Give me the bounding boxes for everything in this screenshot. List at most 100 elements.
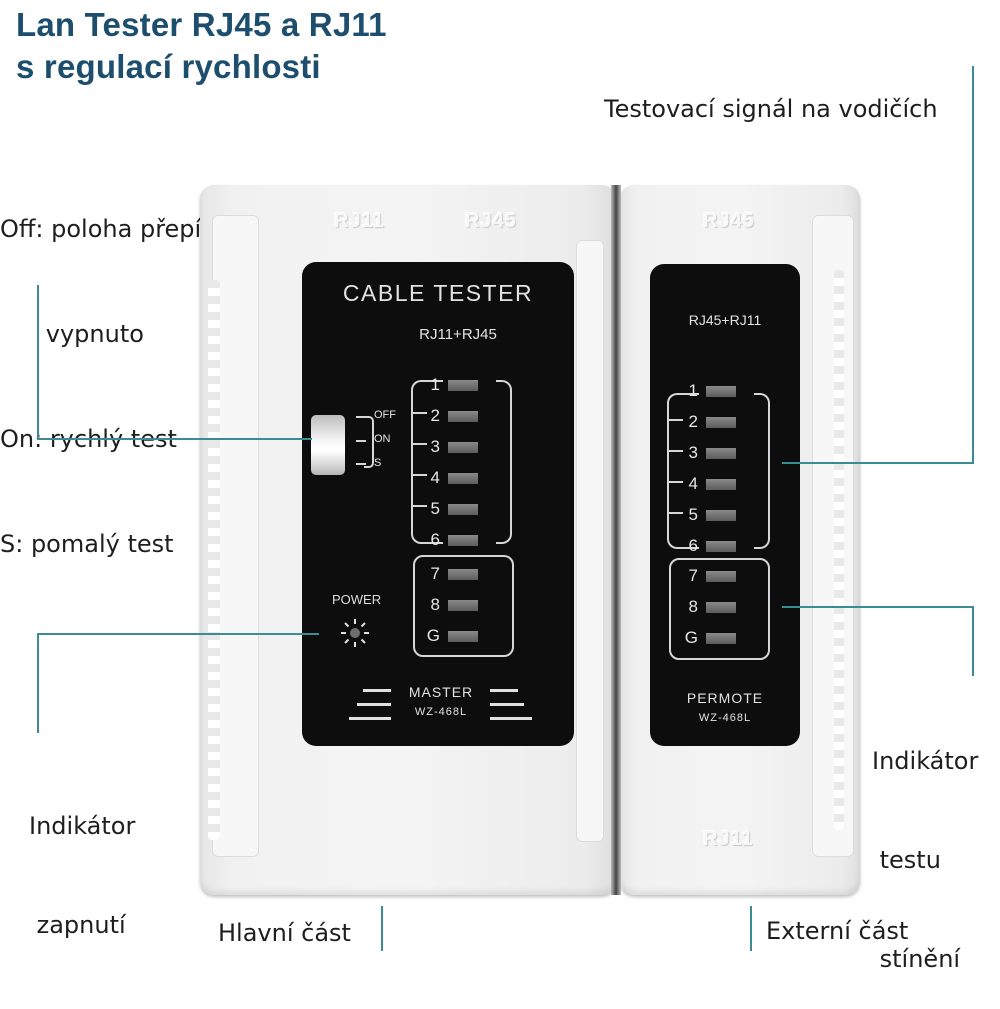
external-part-callout-line (750, 906, 752, 951)
led-tick (669, 512, 683, 514)
led-row-5: 5 (420, 499, 478, 519)
mode-switch[interactable] (311, 415, 345, 475)
power-callout-line (37, 633, 39, 733)
led-indicator (706, 570, 736, 582)
switch-bracket (364, 416, 374, 468)
shield-indicator-annotation: Indikátor testu stínění (872, 679, 978, 1009)
annotation-line: Indikátor (872, 747, 979, 775)
led-label: 1 (430, 375, 440, 394)
model-number: WZ-468L (698, 712, 752, 724)
led-row-7: 7 (420, 564, 478, 584)
led-label: 5 (430, 499, 440, 518)
grip-ridges (834, 270, 844, 830)
led-row-8: 8 (678, 597, 736, 617)
power-callout-line (37, 633, 319, 635)
led-box-7-g (413, 555, 514, 657)
led-row-8: 8 (420, 595, 478, 615)
decor-dash (490, 703, 524, 706)
embossed-rj11-label: RJ11 (334, 210, 385, 232)
led-label: 6 (688, 536, 698, 555)
switch-label-off: OFF (374, 409, 396, 421)
remote-side-rail (812, 215, 854, 857)
power-led-icon (341, 619, 369, 647)
embossed-rj45-label: RJ45 (703, 210, 755, 232)
led-indicator (706, 385, 736, 397)
led-box-7-g (669, 558, 770, 660)
embossed-rj11-label: RJ11 (703, 828, 754, 850)
led-label: 5 (688, 505, 698, 524)
annotation-line: S: pomalý test (0, 530, 174, 558)
led-indicator (448, 534, 478, 546)
main-part-label: Hlavní část (218, 919, 351, 947)
signal-callout-line (972, 66, 974, 464)
power-indicator-annotation: Indikátor zapnutí (29, 744, 135, 975)
panel-heading: CABLE TESTER (342, 280, 534, 306)
signal-callout-line (782, 462, 974, 464)
led-label: 7 (688, 566, 698, 585)
led-tick (413, 474, 427, 476)
led-row-4: 4 (678, 474, 736, 494)
led-indicator (448, 441, 478, 453)
switch-tick (356, 416, 366, 418)
led-indicator (706, 540, 736, 552)
led-row-1: 1 (678, 381, 736, 401)
master-panel: CABLE TESTER RJ11+RJ45 OFF ON S 1 2 3 4 … (302, 262, 574, 746)
switch-annotation: Off: poloha přepínače vypnuto On: rychlý… (0, 142, 259, 597)
led-row-4: 4 (420, 468, 478, 488)
led-tick (413, 443, 427, 445)
led-indicator (448, 568, 478, 580)
led-row-1: 1 (420, 375, 478, 395)
led-indicator (706, 601, 736, 613)
switch-tick (356, 440, 366, 442)
annotation-line: testu (872, 846, 941, 874)
led-bracket-right (496, 380, 512, 544)
switch-label-s: S (374, 457, 382, 469)
led-label: G (426, 626, 440, 645)
led-label: G (684, 628, 698, 647)
panel-subheading: RJ45+RJ11 (688, 312, 762, 328)
embossed-rj45-label: RJ45 (465, 210, 517, 232)
unit-seam (611, 185, 621, 895)
led-tick (413, 505, 427, 507)
power-label: POWER (332, 592, 382, 607)
shield-callout-line (782, 606, 974, 608)
grip-ridges (208, 280, 220, 840)
led-indicator (706, 509, 736, 521)
led-indicator (706, 416, 736, 428)
shield-callout-line (972, 606, 974, 676)
unit-name: MASTER (408, 684, 474, 700)
led-label: 8 (430, 595, 440, 614)
switch-tick (356, 463, 366, 465)
led-tick (669, 450, 683, 452)
led-row-5: 5 (678, 505, 736, 525)
led-indicator (448, 472, 478, 484)
led-row-2: 2 (678, 412, 736, 432)
annotation-line: vypnuto (0, 320, 144, 348)
led-row-g: G (678, 628, 736, 648)
led-indicator (448, 503, 478, 515)
panel-subheading: RJ11+RJ45 (419, 326, 497, 343)
switch-callout-line (37, 285, 39, 440)
led-tick (413, 412, 427, 414)
led-indicator (448, 410, 478, 422)
master-right-rail (576, 240, 604, 842)
led-row-6: 6 (678, 536, 736, 556)
decor-dash (490, 717, 532, 720)
led-label: 2 (688, 412, 698, 431)
led-label: 4 (688, 474, 698, 493)
diagram-title: Lan Tester RJ45 a RJ11 s regulací rychlo… (16, 4, 387, 88)
remote-panel: RJ45+RJ11 1 2 3 4 5 6 7 8 G PERMOTE WZ-4… (650, 264, 800, 746)
led-label: 8 (688, 597, 698, 616)
led-row-2: 2 (420, 406, 478, 426)
decor-dash (363, 689, 391, 692)
annotation-line: Indikátor (29, 812, 136, 840)
model-number: WZ-468L (414, 706, 468, 718)
led-label: 2 (430, 406, 440, 425)
led-row-3: 3 (420, 437, 478, 457)
external-part-label: Externí část (766, 917, 909, 945)
led-indicator (448, 599, 478, 611)
title-line-1: Lan Tester RJ45 a RJ11 (16, 6, 387, 43)
led-label: 3 (430, 437, 440, 456)
title-line-2: s regulací rychlosti (16, 48, 321, 85)
led-row-7: 7 (678, 566, 736, 586)
